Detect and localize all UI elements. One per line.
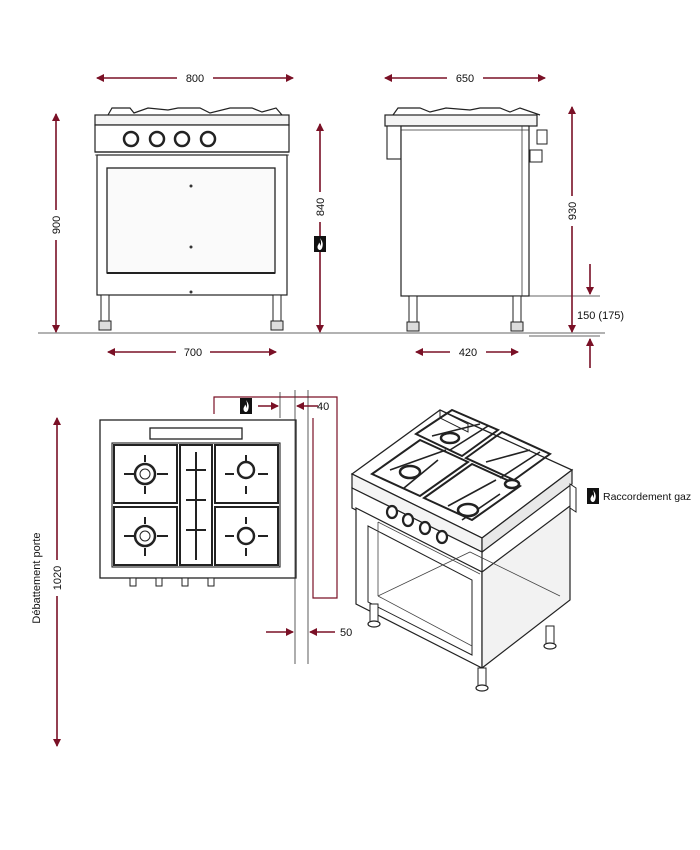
door-clearance-label: Débattement porte [31, 532, 43, 623]
dim-label-front-base-width: 700 [184, 347, 202, 359]
front-knobs [122, 130, 217, 148]
gas-connection-label: Raccordement gaz [603, 491, 691, 503]
burners [133, 460, 256, 548]
dim-label-top-offset: 40 [317, 401, 329, 413]
top-knobs [129, 577, 215, 587]
dim-label-leg-height: 150 (175) [577, 310, 624, 322]
isometric-view [350, 408, 577, 692]
front-view [38, 107, 605, 334]
iso-knobs [385, 504, 449, 545]
top-view [99, 390, 338, 664]
dim-side-depth: 650 [384, 71, 546, 85]
dim-label-door-clearance: 1020 [52, 566, 64, 590]
gas-flame-icon-legend [587, 488, 599, 504]
dim-label-side-base-depth: 420 [459, 347, 477, 359]
dim-front-base-width: 700 [107, 345, 277, 359]
dim-label-side-height: 930 [567, 202, 579, 220]
dim-side-height: 930 [564, 106, 580, 333]
dim-label-bottom-offset: 50 [340, 627, 352, 639]
dim-front-height: 900 [48, 113, 64, 333]
burner-grates [113, 444, 279, 566]
gas-connection-legend: Raccordement gaz [587, 488, 691, 504]
dim-label-side-depth: 650 [456, 73, 474, 85]
dim-leg-height: 150 (175) [577, 264, 624, 368]
dim-label-front-inner-height: 840 [315, 198, 327, 216]
gas-flame-icon [314, 236, 326, 252]
dim-bottom-offset: 50 [266, 627, 352, 639]
dim-label-front-width: 800 [186, 73, 204, 85]
dim-front-width: 800 [96, 71, 294, 85]
dim-side-base-depth: 420 [415, 345, 519, 359]
gas-flame-icon-top [240, 398, 252, 414]
side-view [384, 107, 600, 337]
dim-front-inner-height: 840 [312, 123, 328, 333]
dim-door-clearance: 1020 Débattement porte [31, 417, 65, 747]
dim-top-offset: 40 [240, 398, 329, 414]
dim-label-front-height: 900 [51, 216, 63, 234]
